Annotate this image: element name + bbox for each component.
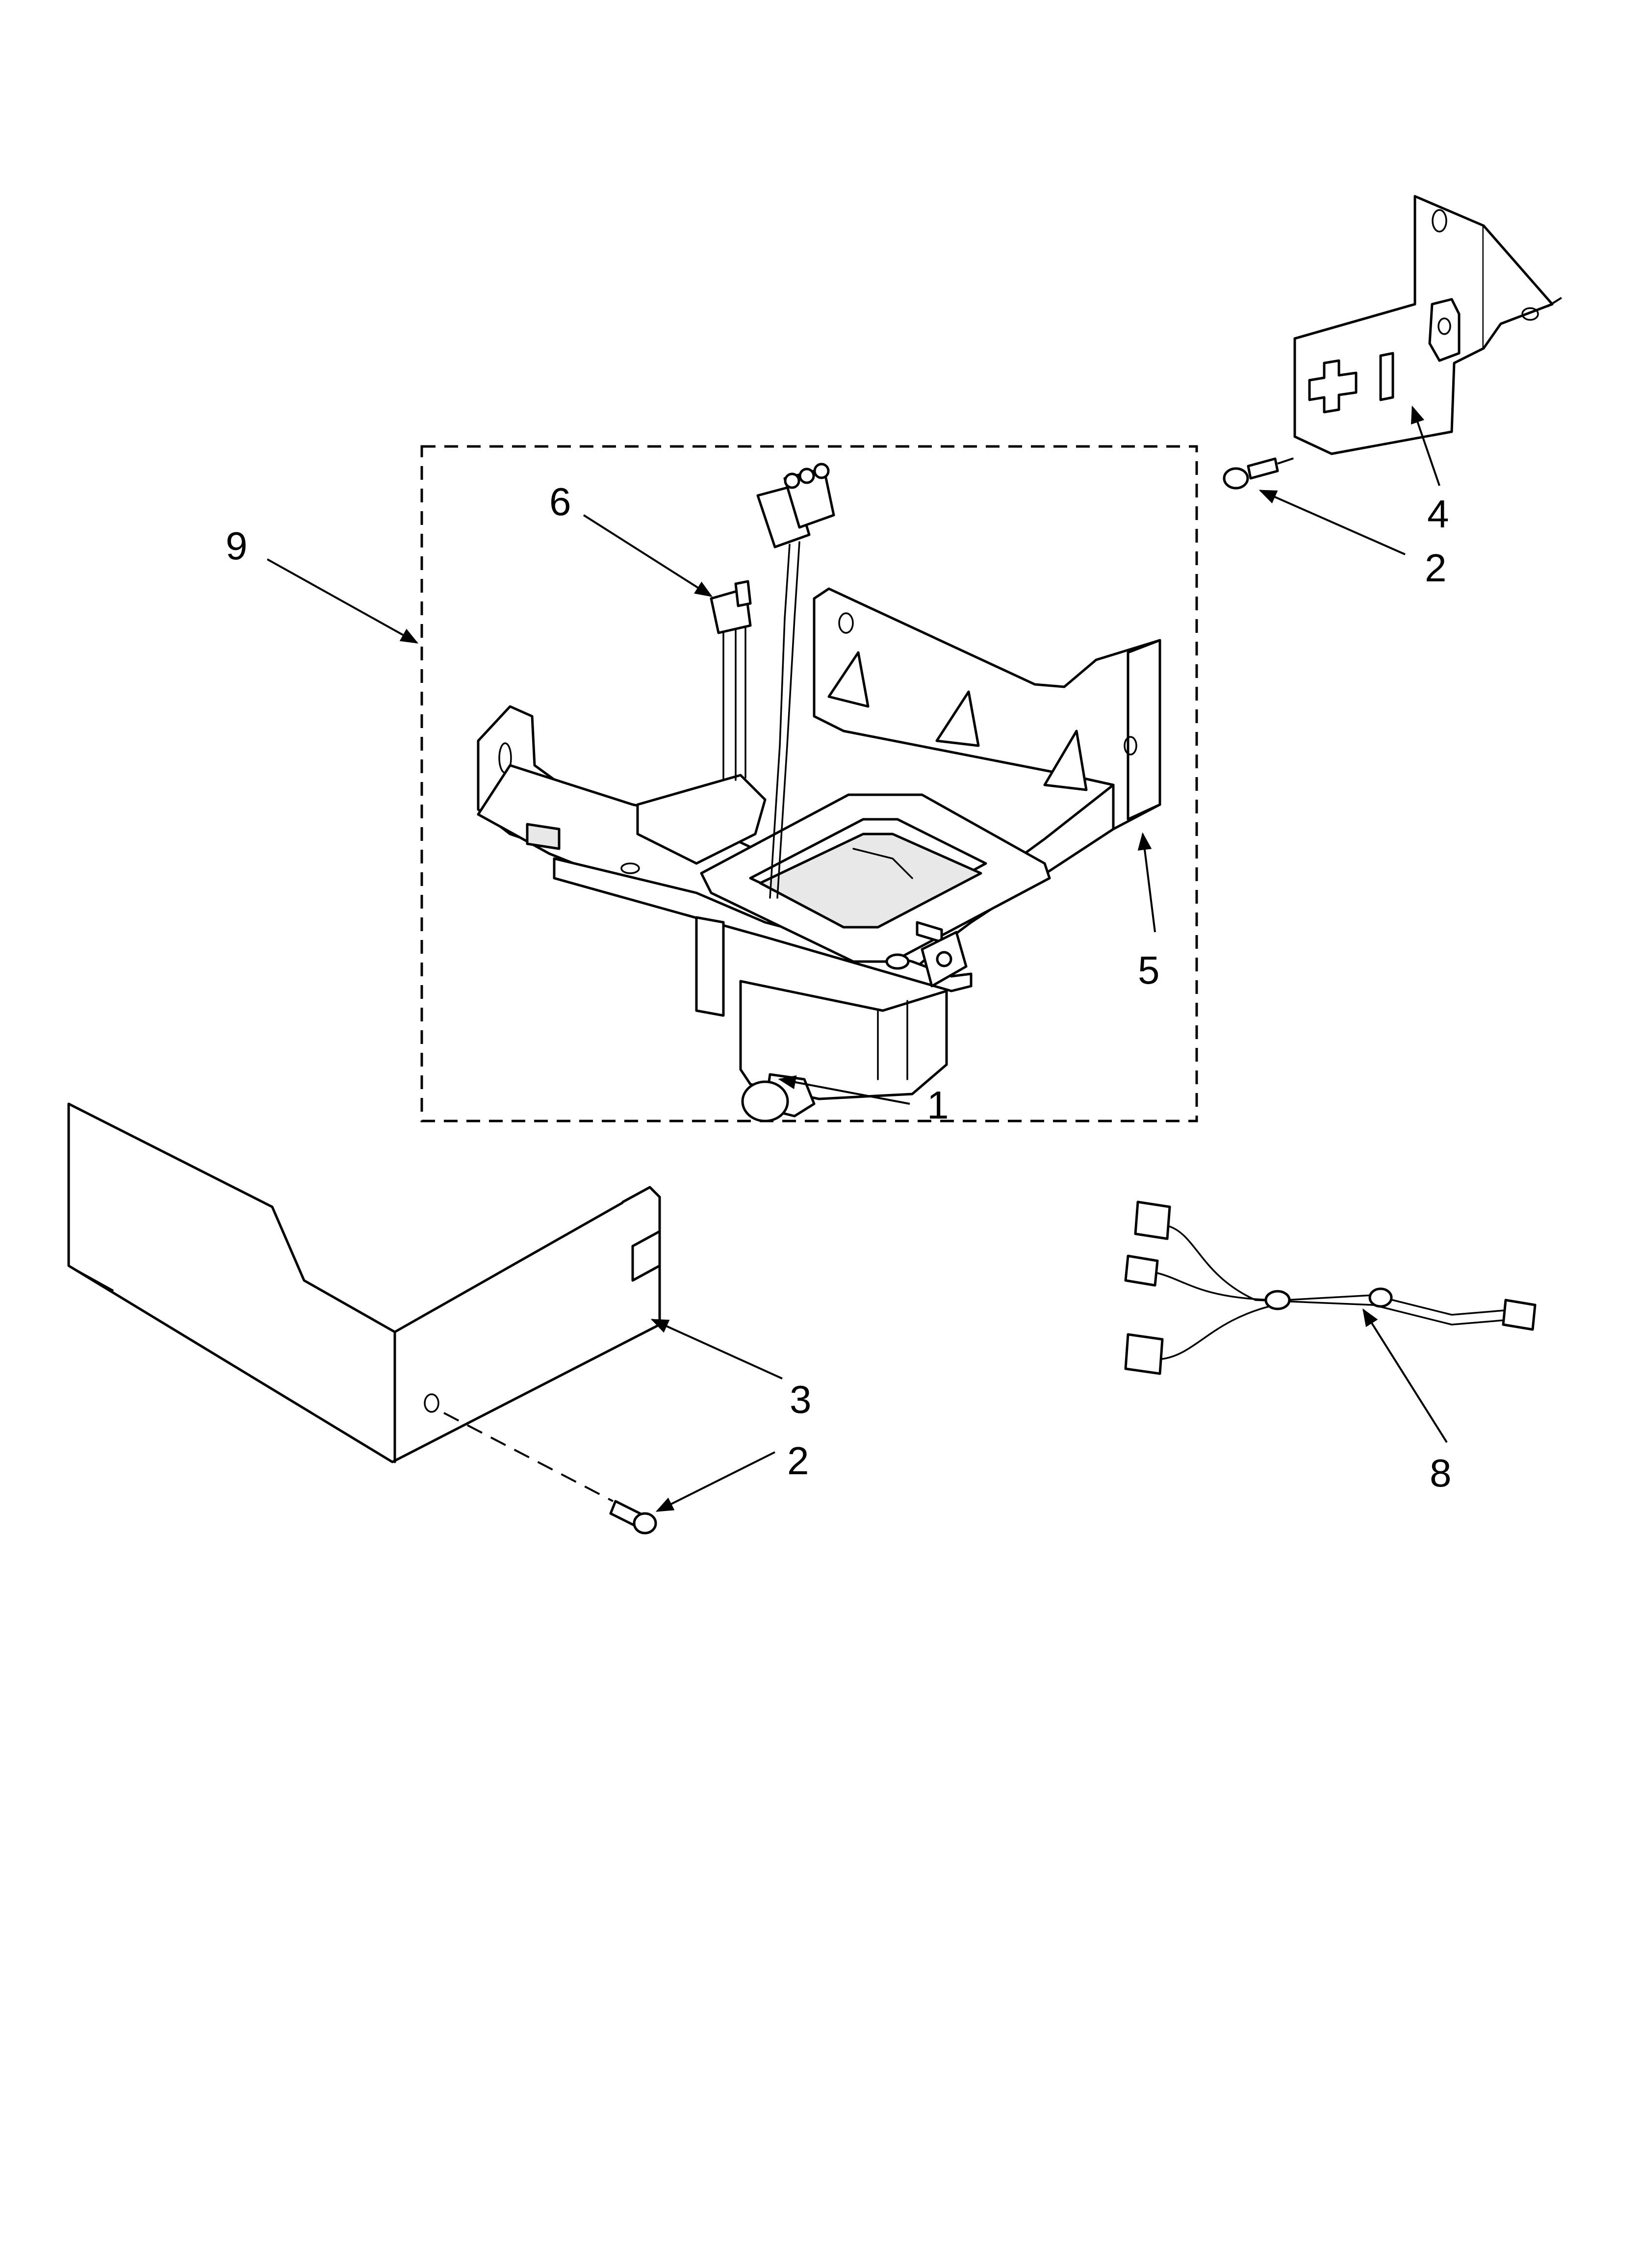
assembly-boundary [420, 445, 1198, 1122]
wire-harness-part-8 [1124, 1200, 1537, 1375]
callout-4: 4 [1427, 492, 1449, 536]
leader-5 [1137, 832, 1156, 933]
pump-part-1 [700, 793, 1051, 1122]
callout-2-upper: 2 [1425, 546, 1447, 590]
tray-bracket-part-5 [477, 587, 1161, 1017]
callout-5: 5 [1138, 948, 1160, 992]
leader-2-upper [1258, 490, 1406, 555]
callout-8: 8 [1430, 1451, 1452, 1495]
callout-6: 6 [549, 480, 571, 523]
leader-8 [1362, 1308, 1448, 1443]
leader-4 [1411, 405, 1440, 486]
callout-3: 3 [790, 1378, 812, 1421]
callout-1: 1 [927, 1083, 949, 1127]
leader-3 [650, 1319, 783, 1380]
callout-9: 9 [226, 524, 248, 568]
screw-part-2-lower [609, 1500, 657, 1535]
leader-1 [778, 1075, 910, 1105]
callout-2-lower: 2 [787, 1439, 809, 1483]
mounting-bracket-part-4 [1293, 195, 1568, 455]
screw-part-2-upper [1223, 455, 1300, 490]
leader-6 [583, 514, 713, 597]
leader-9 [267, 558, 419, 644]
cover-panel-part-3 [67, 1102, 661, 1502]
leader-2-lower [655, 1451, 775, 1512]
harness-plug-part-6 [710, 463, 835, 899]
